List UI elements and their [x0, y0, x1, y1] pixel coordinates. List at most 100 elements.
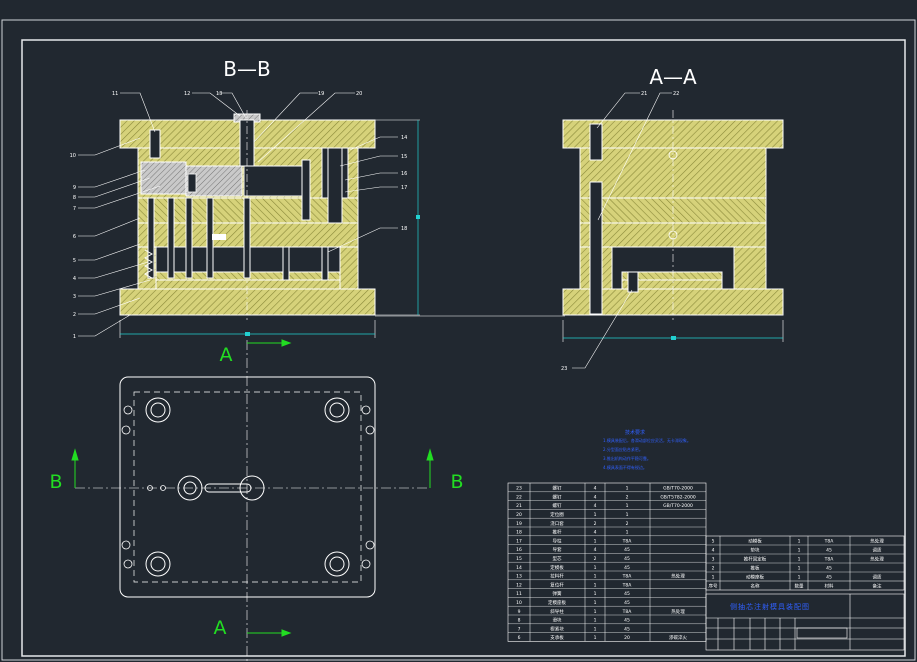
bom-cell: 推板 — [751, 565, 760, 572]
tech-notes-title: 技术要求 — [625, 429, 645, 436]
bom-cell: 导柱 — [553, 537, 562, 544]
svg-text:23: 23 — [561, 366, 567, 372]
bom-cell: T8A — [622, 574, 633, 580]
part-numbers-aa: 21 22 23 — [561, 91, 679, 372]
bom-cell: 渗碳淬火 — [669, 634, 687, 641]
bom-cell: 弹簧 — [553, 590, 562, 597]
bom-cell: 4 — [594, 494, 597, 500]
svg-text:10: 10 — [70, 153, 76, 159]
bom-cell: T8A — [824, 539, 835, 545]
ejector-pins — [147, 159, 329, 281]
bom-cell: 11 — [516, 591, 522, 597]
bom-cell: 1 — [594, 626, 597, 632]
bom-cell: 8 — [518, 618, 521, 624]
title-block — [705, 593, 905, 651]
bom-header-row: 序号名称数量材料备注 — [709, 583, 882, 590]
bom-cell: 1 — [798, 539, 801, 545]
bom-cell: 1 — [594, 512, 597, 518]
bom-cell: 4 — [594, 503, 597, 509]
bom-cell: T8A — [622, 609, 633, 615]
aa-screw-top — [589, 123, 603, 161]
bom-cell: 滑块 — [553, 617, 562, 624]
svg-text:14: 14 — [401, 135, 407, 141]
guide-bushes — [145, 397, 350, 577]
bom-cell: 1 — [594, 618, 597, 624]
bom-cell: 1 — [626, 530, 629, 536]
tech-note-line: 2.分型面应贴合紧密。 — [603, 446, 643, 452]
bom-cell: GB/T70-2000 — [663, 486, 693, 492]
bom-cell: 45 — [624, 618, 630, 624]
svg-text:21: 21 — [641, 91, 647, 97]
svg-text:15: 15 — [401, 154, 407, 160]
bom-cell: 推杆 — [553, 529, 562, 536]
bom-cell: 7 — [518, 626, 521, 632]
svg-text:20: 20 — [356, 91, 362, 97]
bom-cell: 45 — [624, 565, 630, 571]
aa-ejector-screw — [627, 271, 639, 293]
cut-b-left-label: B — [49, 471, 62, 493]
bom-cell: 1 — [594, 600, 597, 606]
aa-cavity-plate — [579, 147, 767, 199]
tech-note-line: 4.模具表面不得有锐边。 — [603, 464, 647, 470]
bom-cell: 13 — [516, 574, 522, 580]
svg-text:4: 4 — [73, 276, 76, 282]
bom-cell: 楔紧块 — [550, 625, 564, 632]
aa-spacer-right — [733, 246, 767, 290]
bom-cell: 6 — [518, 635, 521, 641]
bom-cell: 22 — [516, 494, 522, 500]
bom-cell: 1 — [594, 582, 597, 588]
svg-text:13: 13 — [216, 91, 222, 97]
bom-cell: 支承板 — [550, 634, 564, 641]
bom-cell: 调质 — [873, 574, 882, 581]
bom-cell: 1 — [798, 575, 801, 581]
bom-cell: 复位杆 — [550, 581, 564, 588]
bom-cell: 45 — [624, 547, 630, 553]
bom-cell: GB/T5782-2000 — [660, 494, 696, 500]
bom-cell: 45 — [624, 626, 630, 632]
svg-text:18: 18 — [401, 226, 407, 232]
bom-cell: 9 — [518, 609, 521, 615]
screw-holes — [121, 405, 375, 569]
bom-header-cell: 备注 — [873, 583, 882, 590]
plan-outline — [119, 376, 376, 598]
bom-cell: 热处理 — [870, 556, 884, 563]
angle-pin-marker — [212, 234, 226, 240]
bom-cell: 45 — [826, 548, 832, 554]
bom-cell: 15 — [516, 556, 522, 562]
bom-cell: 定模板 — [550, 564, 564, 571]
svg-text:9: 9 — [73, 185, 76, 191]
bom-cell: 1 — [626, 512, 629, 518]
bom-cell: 5 — [712, 539, 715, 545]
cut-a-bottom-label: A — [214, 617, 227, 639]
title-block-title: 侧抽芯注射模具装配图 — [730, 602, 810, 611]
bom-cell: 1 — [594, 574, 597, 580]
svg-text:22: 22 — [673, 91, 679, 97]
ejector-plate — [155, 279, 341, 290]
leaders-left — [78, 137, 161, 337]
cavity-opening — [243, 165, 303, 197]
bom-cell: 1 — [626, 503, 629, 509]
bom-cell: 45 — [826, 566, 832, 572]
svg-text:7: 7 — [73, 206, 76, 212]
bom-cell: 1 — [798, 566, 801, 572]
cut-arrows — [71, 339, 434, 637]
bom-cell: 2 — [626, 494, 629, 500]
svg-text:3: 3 — [73, 294, 76, 300]
bom-cell: 定位圈 — [550, 511, 564, 518]
bom-header-cell: 材料 — [825, 583, 834, 590]
svg-text:16: 16 — [401, 171, 407, 177]
bom-cell: 20 — [516, 512, 522, 518]
part-numbers-top: 11 12 13 19 20 — [112, 91, 362, 97]
